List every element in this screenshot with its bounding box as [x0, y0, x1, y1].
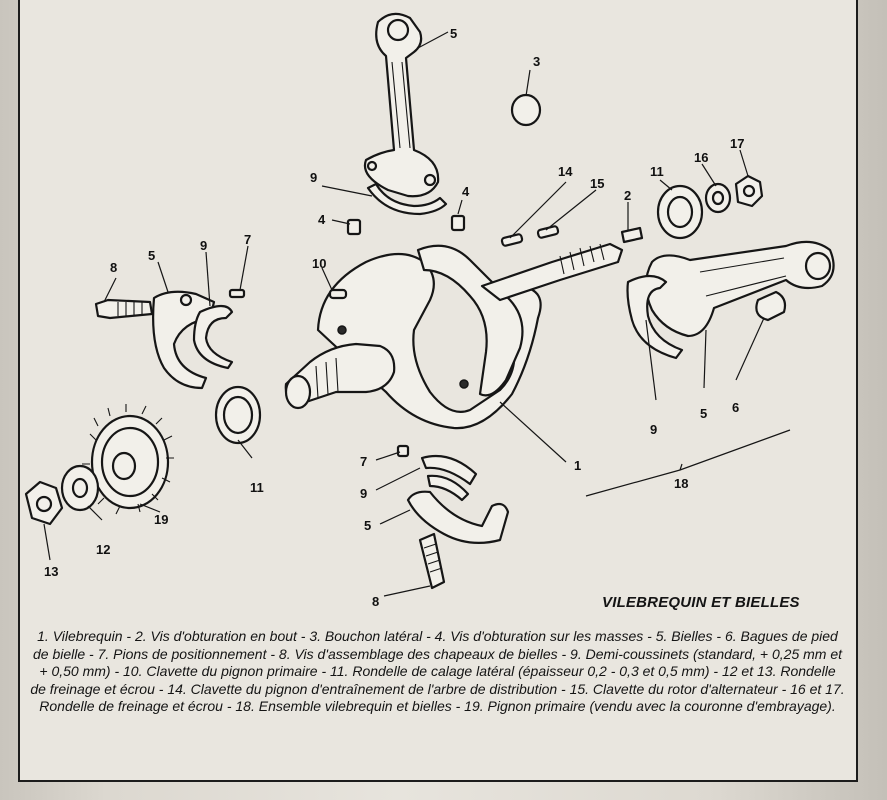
primary-gear: [82, 404, 174, 515]
small-end-bush: [755, 290, 787, 322]
dowel-pin-left: [228, 288, 246, 299]
figure-legend: 1. Vilebrequin - 2. Vis d'obturation en …: [30, 628, 845, 715]
figure-title: VILEBREQUIN ET BIELLES: [602, 594, 800, 611]
callout-3: 3: [533, 54, 540, 69]
rod-cap-screw: [94, 298, 154, 320]
rotor-key: [536, 225, 560, 239]
rod-cap-screw-lower: [418, 532, 446, 590]
callout-5-right: 5: [700, 406, 707, 421]
callout-10: 10: [312, 256, 326, 271]
rod-cap-lower: [406, 490, 510, 545]
timing-gear-key: [500, 233, 524, 247]
crankshaft: [284, 242, 624, 463]
callout-7-left: 7: [244, 232, 251, 247]
callout-16: 16: [694, 150, 708, 165]
callout-4-left: 4: [318, 212, 326, 227]
callout-6: 6: [732, 400, 739, 415]
callout-19: 19: [154, 512, 168, 527]
bearing-shell-left: [192, 304, 234, 370]
plug-screw-left: [346, 218, 362, 236]
callout-9-right: 9: [650, 422, 657, 437]
callout-11-left: 11: [250, 480, 264, 495]
figure-frame: [18, 0, 858, 782]
callout-7-lower: 7: [360, 454, 367, 469]
bearing-shell-upper: [366, 182, 448, 216]
primary-gear-key: [328, 288, 348, 300]
bearing-shell-lower: [420, 454, 478, 502]
side-plug: [510, 93, 542, 127]
connecting-rod-upper: [363, 12, 440, 198]
callout-12: 12: [96, 542, 110, 557]
bearing-shell-right: [626, 274, 684, 360]
callout-8-left: 8: [110, 260, 117, 275]
callout-11-right: 11: [650, 164, 664, 179]
callout-5-lower: 5: [364, 518, 371, 533]
callout-9-left: 9: [200, 238, 207, 253]
callout-4-right: 4: [462, 184, 470, 199]
callout-13: 13: [44, 564, 58, 579]
dowel-pin-lower: [396, 444, 410, 458]
callout-1: 1: [574, 458, 581, 473]
connecting-rod-right: [644, 240, 835, 338]
callout-14: 14: [558, 164, 573, 179]
callout-9-top: 9: [310, 170, 317, 185]
end-plug-screw: [620, 226, 644, 244]
callout-15: 15: [590, 176, 604, 191]
callout-2: 2: [624, 188, 631, 203]
callout-8-lower: 8: [372, 594, 379, 609]
callout-17: 17: [730, 136, 744, 151]
callout-5-left: 5: [148, 248, 155, 263]
callout-18: 18: [674, 476, 688, 491]
callout-9-lower: 9: [360, 486, 367, 501]
callout-5-top: 5: [450, 26, 457, 41]
plug-screw-right: [450, 214, 466, 232]
